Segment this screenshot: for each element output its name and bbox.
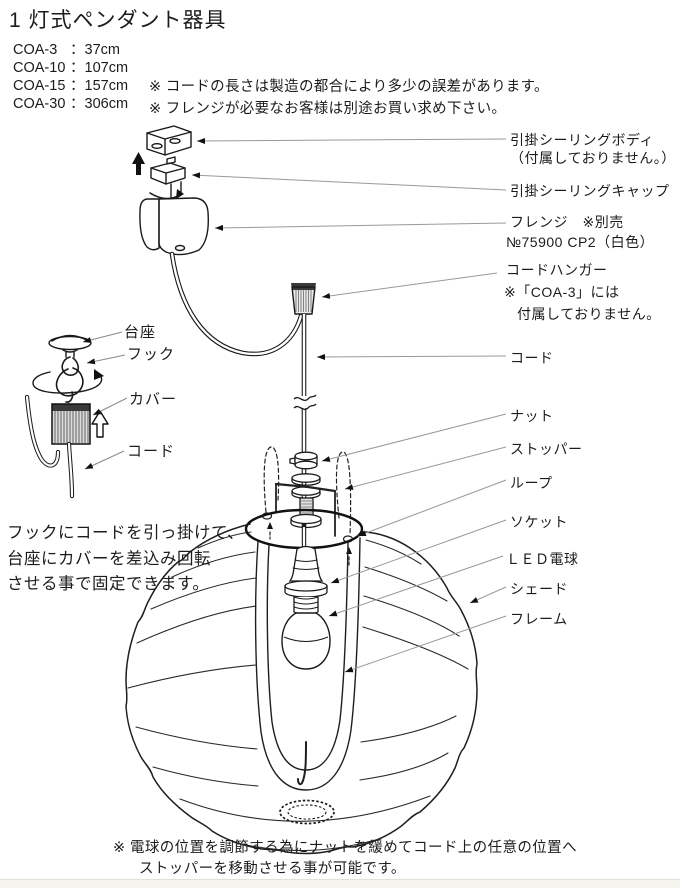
inset-rotation-arrowhead-icon (94, 369, 104, 380)
inset-instruction-line: させる事で固定できます。 (7, 575, 210, 593)
leader-lines-inset (82, 331, 128, 470)
inset-up-block-arrow-icon (91, 410, 109, 438)
spec-list: COA-3：37cm COA-10：107cm COA-15：157cm COA… (13, 41, 128, 113)
note-cord-length: ※ コードの長さは製造の都合により多少の誤差があります。 (149, 79, 549, 95)
inset-instruction: フックにコードを引っ掛けて、 台座にカバーを差込み回転 させる事で固定できます。 (7, 521, 244, 598)
label-led-bulb: ＬＥＤ電球 (506, 551, 579, 567)
hook-up-arrow-left-icon (267, 522, 273, 529)
spec-model: COA-3 (13, 42, 58, 58)
inset-instruction-line: フックにコードを引っ掛けて、 (7, 524, 245, 542)
label-socket: ソケット (510, 514, 568, 530)
spec-row: COA-10：107cm (13, 59, 128, 77)
inset-cover-drawing (51, 403, 91, 445)
label-cord-hanger-note2: 付属しておりません。 (517, 306, 661, 322)
label-cord-hanger-note1: ※「COA-3」には (504, 284, 620, 300)
spec-colon: ： (70, 96, 85, 112)
spec-model: COA-15 (13, 78, 66, 94)
bottom-opening-drawing (279, 799, 335, 825)
spec-length: 306cm (84, 96, 129, 112)
label-flange: フレンジ ※別売 (510, 214, 624, 230)
label-cord-hanger: コードハンガー (506, 262, 608, 278)
up-arrow-icon (132, 152, 145, 175)
leader-lines-right (191, 137, 507, 673)
hook-up-arrow-right-icon (346, 547, 352, 554)
cord-curve-drawing (169, 251, 304, 357)
spec-length: 107cm (84, 60, 129, 76)
spec-row: COA-15：157cm (13, 77, 128, 95)
cord-hanger-drawing (291, 283, 316, 315)
led-bulb-drawing (281, 612, 331, 670)
label-base: 台座 (124, 324, 157, 341)
label-loop: ループ (510, 475, 553, 491)
inset-instruction-line: 台座にカバーを差込み回転 (7, 549, 211, 568)
shade-rib-lines (127, 531, 469, 852)
nut-drawing (289, 451, 318, 470)
page-title: 1 灯式ペンダント器具 (9, 9, 227, 32)
inset-cord-drawing (24, 394, 75, 499)
frame-channel-drawing (254, 537, 361, 791)
socket-drawing (284, 523, 328, 615)
shade-outline-drawing (125, 523, 478, 855)
spec-row: COA-3 ：37cm (13, 41, 128, 59)
spec-colon: ： (70, 78, 85, 94)
label-flange-model: №75900 CP2（白色） (506, 234, 655, 250)
label-hook: フック (127, 346, 176, 363)
stopper-drawing (290, 473, 322, 529)
label-nut: ナット (510, 408, 554, 424)
bottom-note-line1: ※ 電球の位置を調節する為にナットを緩めてコード上の任意の位置へ (113, 840, 577, 856)
spec-row: COA-30：306cm (13, 95, 128, 113)
label-frame: フレーム (510, 611, 568, 627)
spec-length: 37cm (84, 42, 120, 58)
spec-length: 157cm (84, 78, 129, 94)
label-cord: コード (510, 350, 554, 366)
spec-colon: ： (70, 42, 85, 58)
label-stopper: ストッパー (510, 441, 583, 457)
inset-rotation-arrow-drawing (32, 371, 103, 394)
label-shade: シェード (510, 581, 568, 597)
inset-hook-drawing (55, 356, 84, 403)
spec-model: COA-10 (13, 60, 66, 76)
bottom-strip (0, 879, 680, 888)
rotate-arrow-icon (176, 189, 184, 199)
inset-base-drawing (48, 334, 92, 358)
spec-model: COA-30 (13, 96, 66, 112)
bottom-note-line2: ストッパーを移動させる事が可能です。 (139, 861, 406, 877)
label-cover: カバー (129, 391, 178, 408)
label-ceiling-body: 引掛シーリングボディ (510, 132, 655, 148)
spec-colon: ： (70, 60, 85, 76)
label-inset-cord: コード (127, 443, 176, 460)
flange-drawing (139, 197, 209, 256)
label-ceiling-body-note: （付属しておりません。） (510, 150, 676, 166)
note-flange-purchase: ※ フレンジが必要なお客様は別途お買い求め下さい。 (149, 101, 507, 117)
ceiling-body-drawing (146, 125, 192, 156)
label-ceiling-cap: 引掛シーリングキャップ (510, 183, 670, 199)
